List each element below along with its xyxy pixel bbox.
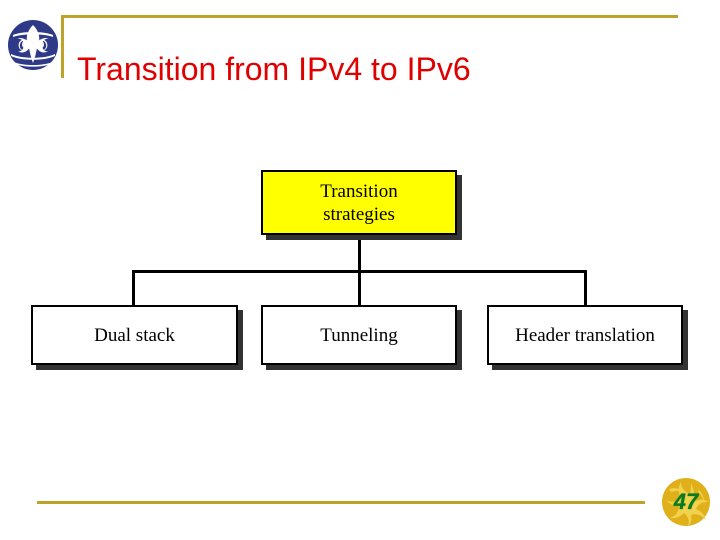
page-title: Transition from IPv4 to IPv6 — [77, 51, 471, 88]
node-label-line1: Transition — [320, 180, 398, 202]
node-header-translation-label: Header translation — [515, 324, 655, 346]
header-rule-horizontal — [61, 15, 678, 18]
page-marker-icon — [661, 477, 711, 527]
header-rule-vertical — [61, 15, 64, 78]
organization-globe-logo-icon — [8, 18, 58, 73]
node-tunneling-label: Tunneling — [320, 324, 398, 346]
connector-right-drop — [584, 270, 587, 305]
node-dual-stack-label: Dual stack — [94, 324, 175, 346]
node-header-translation[interactable]: Header translation — [487, 305, 683, 365]
connector-horizontal-bar — [132, 270, 587, 273]
connector-left-drop — [132, 270, 135, 305]
footer-rule — [37, 501, 645, 504]
page-number: 47 — [673, 489, 699, 514]
node-dual-stack[interactable]: Dual stack — [31, 305, 238, 365]
node-label-line2: strategies — [323, 203, 395, 225]
node-tunneling[interactable]: Tunneling — [261, 305, 457, 365]
